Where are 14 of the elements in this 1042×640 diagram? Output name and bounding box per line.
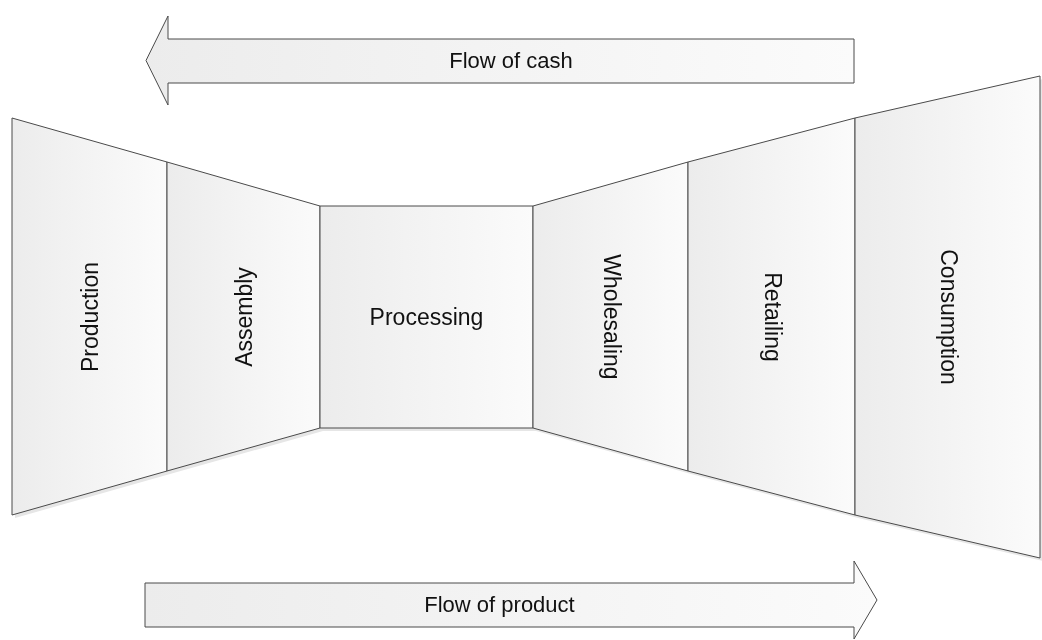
stage-label: Retailing — [758, 271, 785, 362]
stage-panel — [320, 206, 533, 428]
stage-panel — [167, 162, 320, 471]
stage-panel — [855, 76, 1040, 558]
stage-label: Processing — [369, 303, 484, 331]
stage-label: Assembly — [230, 266, 257, 367]
arrow-label: Flow of product — [424, 592, 575, 618]
stage-panel — [688, 118, 855, 515]
stage-label: Wholesaling — [597, 253, 624, 380]
stage-label: Consumption — [934, 249, 961, 385]
stage-label: Production — [76, 261, 103, 372]
arrow-label: Flow of cash — [449, 48, 573, 74]
stage-panel — [533, 162, 688, 471]
stage-panel — [12, 118, 167, 515]
